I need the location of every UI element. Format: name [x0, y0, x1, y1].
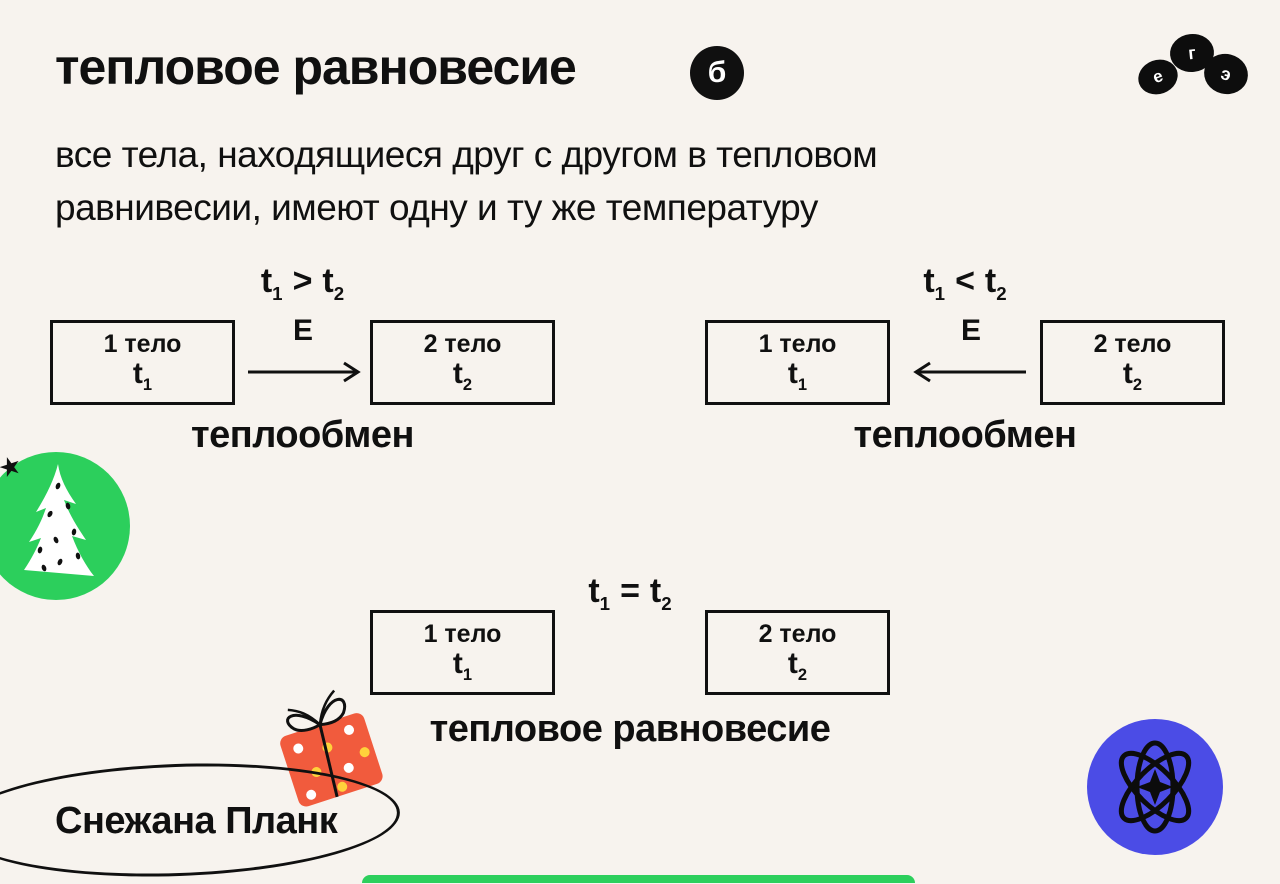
symbol-letter: t: [452, 357, 463, 391]
body-symbol: t1: [788, 357, 807, 394]
body-1-box: 1 тело t1: [370, 610, 555, 695]
cond-lhs-sub: 1: [272, 282, 283, 304]
body-2-box: 2 тело t2: [705, 610, 890, 695]
symbol-subscript: 2: [797, 666, 808, 685]
heat-exchange-caption: теплообмен: [191, 414, 414, 456]
ege-letter: г: [1187, 42, 1197, 63]
symbol-letter: t: [452, 647, 463, 681]
condition-t1-less-t2: t1<t2: [705, 262, 1225, 305]
ege-letter: е: [1150, 65, 1166, 88]
symbol-letter: t: [787, 647, 798, 681]
cond-lhs: t: [588, 572, 600, 610]
cond-rhs-sub: 2: [661, 592, 672, 614]
symbol-letter: t: [787, 357, 798, 391]
atom-icon: [1087, 719, 1223, 855]
body-label: 1 тело: [103, 329, 182, 358]
ege-logo: е г э: [1133, 31, 1253, 110]
page-title: тепловое равновесие: [55, 39, 577, 95]
symbol-letter: t: [1122, 357, 1133, 391]
cond-op: >: [292, 262, 313, 300]
body-2-box: 2 тело t2: [1040, 320, 1225, 405]
condition-t1-greater-t2: t1>t2: [50, 262, 555, 305]
cond-rhs: t: [649, 572, 662, 610]
body-1-box: 1 тело t1: [705, 320, 890, 405]
condition-t1-equals-t2: t1=t2: [370, 572, 890, 615]
brand-b-letter: б: [707, 56, 727, 89]
gift-icon: [280, 689, 383, 807]
body-label: 2 тело: [423, 329, 502, 358]
body-symbol: t2: [453, 357, 472, 394]
cond-rhs-sub: 2: [996, 282, 1007, 304]
body-symbol: t1: [453, 647, 472, 684]
equilibrium-caption: тепловое равновесие: [429, 708, 831, 750]
energy-label: E: [960, 314, 981, 347]
energy-flow-arrow-left-icon: [913, 361, 1026, 383]
cond-lhs-sub: 1: [599, 592, 611, 614]
body-label: 1 тело: [758, 329, 837, 358]
symbol-subscript: 2: [462, 376, 473, 395]
definition-line-1: все тела, находящиеся друг с другом в те…: [55, 134, 878, 175]
brand-b-icon: б: [690, 46, 744, 100]
cond-rhs: t: [322, 262, 334, 300]
symbol-subscript: 2: [1132, 376, 1143, 395]
symbol-subscript: 1: [142, 376, 153, 395]
definition-line-2: равнивесии, имеют одну и ту же температу…: [55, 187, 818, 228]
heat-exchange-caption: теплообмен: [853, 414, 1077, 456]
ege-letter: э: [1218, 62, 1234, 85]
cond-lhs-sub: 1: [934, 282, 946, 304]
body-1-box: 1 тело t1: [50, 320, 235, 405]
cond-rhs-sub: 2: [333, 282, 345, 304]
symbol-subscript: 1: [797, 376, 808, 395]
green-strip-decoration: [362, 875, 915, 883]
body-2-box: 2 тело t2: [370, 320, 555, 405]
body-symbol: t2: [788, 647, 807, 684]
body-label: 2 тело: [758, 619, 837, 648]
cond-op: <: [955, 262, 975, 300]
cond-rhs: t: [984, 262, 997, 300]
energy-flow-arrow-right-icon: [248, 361, 361, 383]
energy-label: E: [292, 314, 313, 347]
cond-op: =: [620, 572, 640, 610]
body-label: 2 тело: [1093, 329, 1172, 358]
cond-lhs: t: [923, 262, 935, 300]
body-symbol: t1: [133, 357, 152, 394]
cond-lhs: t: [260, 262, 273, 300]
christmas-tree-icon: ★: [0, 449, 130, 600]
symbol-subscript: 1: [462, 666, 473, 685]
body-symbol: t2: [1123, 357, 1142, 394]
body-label: 1 тело: [423, 619, 502, 648]
symbol-letter: t: [132, 357, 143, 391]
author-name: Снежана Планк: [55, 800, 338, 842]
